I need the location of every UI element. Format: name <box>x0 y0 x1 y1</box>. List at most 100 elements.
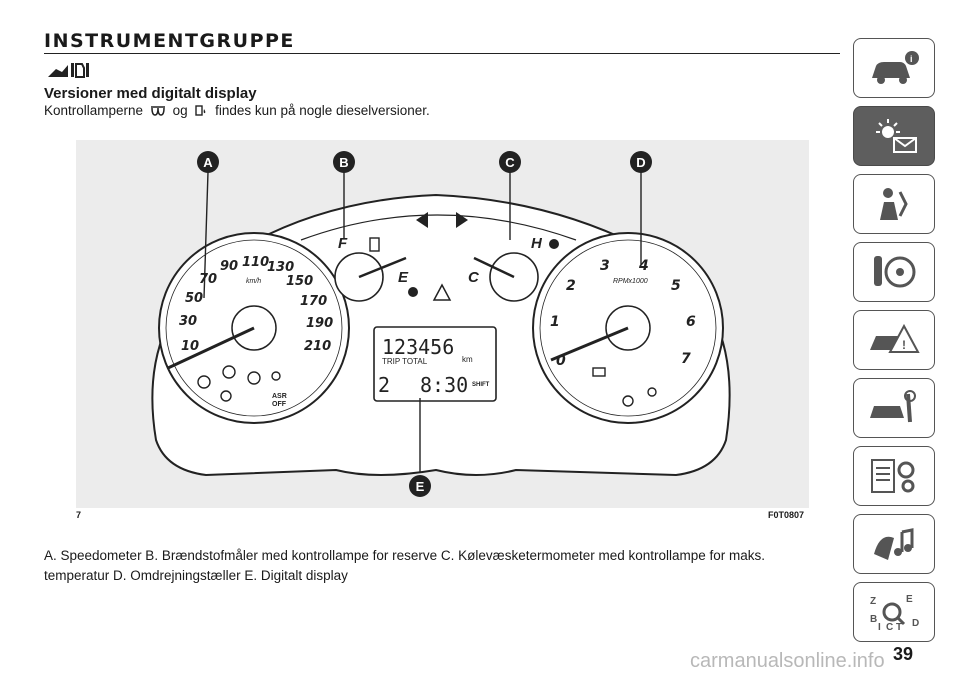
display-shift: SHIFT <box>472 382 490 388</box>
glow-plug-icon <box>150 106 165 116</box>
specs-gear-icon <box>871 459 915 493</box>
abs-icon <box>222 365 236 379</box>
callout-c: C <box>505 155 515 170</box>
callout-e: E <box>416 479 425 494</box>
hazard-warning-icon <box>432 283 452 301</box>
speed-label-110: 110 <box>242 255 269 270</box>
applicability-icon <box>48 63 89 78</box>
intro-suffix: findes kun på nogle dieselversioner. <box>215 103 430 118</box>
speed-label-210: 210 <box>304 339 331 354</box>
temp-max-lamp <box>549 239 559 249</box>
crash-warning-icon: ! <box>870 323 920 353</box>
temp-needle <box>473 256 515 279</box>
tpms-icon <box>622 395 634 407</box>
speedometer-needle <box>167 326 255 370</box>
callout-markers: A B C D E <box>197 151 652 497</box>
rpm-label-5: 5 <box>671 278 681 294</box>
warning-light-icon <box>876 119 917 153</box>
display-trip-total: TRIP TOTAL <box>382 357 428 366</box>
svg-text:!: ! <box>902 338 906 352</box>
esp-icon <box>247 371 261 385</box>
page-title: INSTRUMENTGRUPPE <box>44 30 295 52</box>
svg-text:I: I <box>878 622 881 632</box>
speed-label-90: 90 <box>220 259 238 274</box>
car-info-icon: i <box>872 51 919 84</box>
display-gear: 2 <box>378 373 390 397</box>
speed-label-150: 150 <box>286 274 313 289</box>
display-odometer: 123456 <box>382 335 454 359</box>
digital-display <box>373 326 497 402</box>
intro-conjunction: og <box>172 103 188 118</box>
figure-caption: A. Speedometer B. Brændstofmåler med kon… <box>44 548 766 583</box>
rpm-label-1: 1 <box>550 314 560 330</box>
callout-d: D <box>636 155 645 170</box>
rpm-unit: RPMx1000 <box>613 278 648 285</box>
tab-multimedia[interactable] <box>853 514 935 574</box>
instrument-cluster-figure: 10 30 50 70 90 110 130 150 170 190 210 k… <box>76 140 809 508</box>
speed-label-10: 10 <box>181 339 199 354</box>
speed-label-70: 70 <box>199 272 217 287</box>
section-subheading: Versioner med digitalt display <box>44 85 257 102</box>
fuel-needle <box>358 256 407 279</box>
tachometer-needle <box>550 326 629 362</box>
site-watermark: carmanualsonline.info <box>690 650 885 672</box>
speed-label-130: 130 <box>267 260 294 275</box>
tab-maintenance[interactable] <box>853 378 935 438</box>
rpm-label-0: 0 <box>556 353 566 369</box>
svg-text:Z: Z <box>870 596 876 607</box>
asr-label: ASR <box>272 393 287 400</box>
svg-text:D: D <box>912 618 919 629</box>
speed-label-170: 170 <box>300 294 327 309</box>
fuel-full-label: F <box>338 235 348 252</box>
speed-label-190: 190 <box>306 316 333 331</box>
tab-warning-lights[interactable] <box>853 106 935 166</box>
car-service-icon <box>870 390 916 423</box>
display-km-unit: km <box>462 355 473 364</box>
callout-a: A <box>203 155 213 170</box>
page-number: 39 <box>893 644 914 664</box>
figure-number: 7 <box>76 510 82 520</box>
rpm-label-7: 7 <box>681 351 691 367</box>
tab-technical-data[interactable] <box>853 446 935 506</box>
svg-text:i: i <box>910 54 913 64</box>
seatbelt-icon <box>647 387 657 397</box>
svg-text:C: C <box>886 622 893 632</box>
brake-warning-icon <box>197 375 211 389</box>
callout-b: B <box>339 155 348 170</box>
fuel-empty-label: E <box>398 269 409 286</box>
tab-safety[interactable] <box>853 174 935 234</box>
turn-right-icon <box>456 212 468 228</box>
rpm-label-6: 6 <box>686 314 696 330</box>
tab-starting-driving[interactable] <box>853 242 935 302</box>
airbag-seat-icon <box>880 188 908 220</box>
intro-prefix: Kontrollamperne <box>44 103 144 118</box>
asr-off-label: OFF <box>272 401 287 408</box>
tab-emergency[interactable]: ! <box>853 310 935 370</box>
cluster-illustration: 10 30 50 70 90 110 130 150 170 190 210 k… <box>151 151 731 497</box>
battery-icon <box>592 367 606 377</box>
rpm-label-3: 3 <box>600 258 610 274</box>
title-divider <box>44 53 840 54</box>
traction-icon <box>271 371 281 381</box>
intro-text: Kontrollamperne og findes kun på nogle d… <box>44 103 430 118</box>
speed-label-30: 30 <box>179 314 197 329</box>
temp-hot-label: H <box>531 235 543 252</box>
fuel-pump-icon <box>369 237 380 252</box>
rpm-label-4: 4 <box>638 258 649 274</box>
fuel-reserve-lamp <box>408 287 418 297</box>
temp-cold-label: C <box>468 269 480 286</box>
svg-text:E: E <box>906 594 913 605</box>
multimedia-icon <box>874 528 914 560</box>
water-in-fuel-icon <box>195 105 206 116</box>
display-clock: 8:30 <box>420 373 468 397</box>
tab-car-info[interactable]: i <box>853 38 935 98</box>
figure-code: F0T0807 <box>768 510 805 520</box>
speed-label-50: 50 <box>185 291 203 306</box>
key-steering-icon <box>874 256 916 288</box>
turn-left-icon <box>416 212 428 228</box>
svg-text:T: T <box>896 622 902 632</box>
svg-text:B: B <box>870 614 877 625</box>
